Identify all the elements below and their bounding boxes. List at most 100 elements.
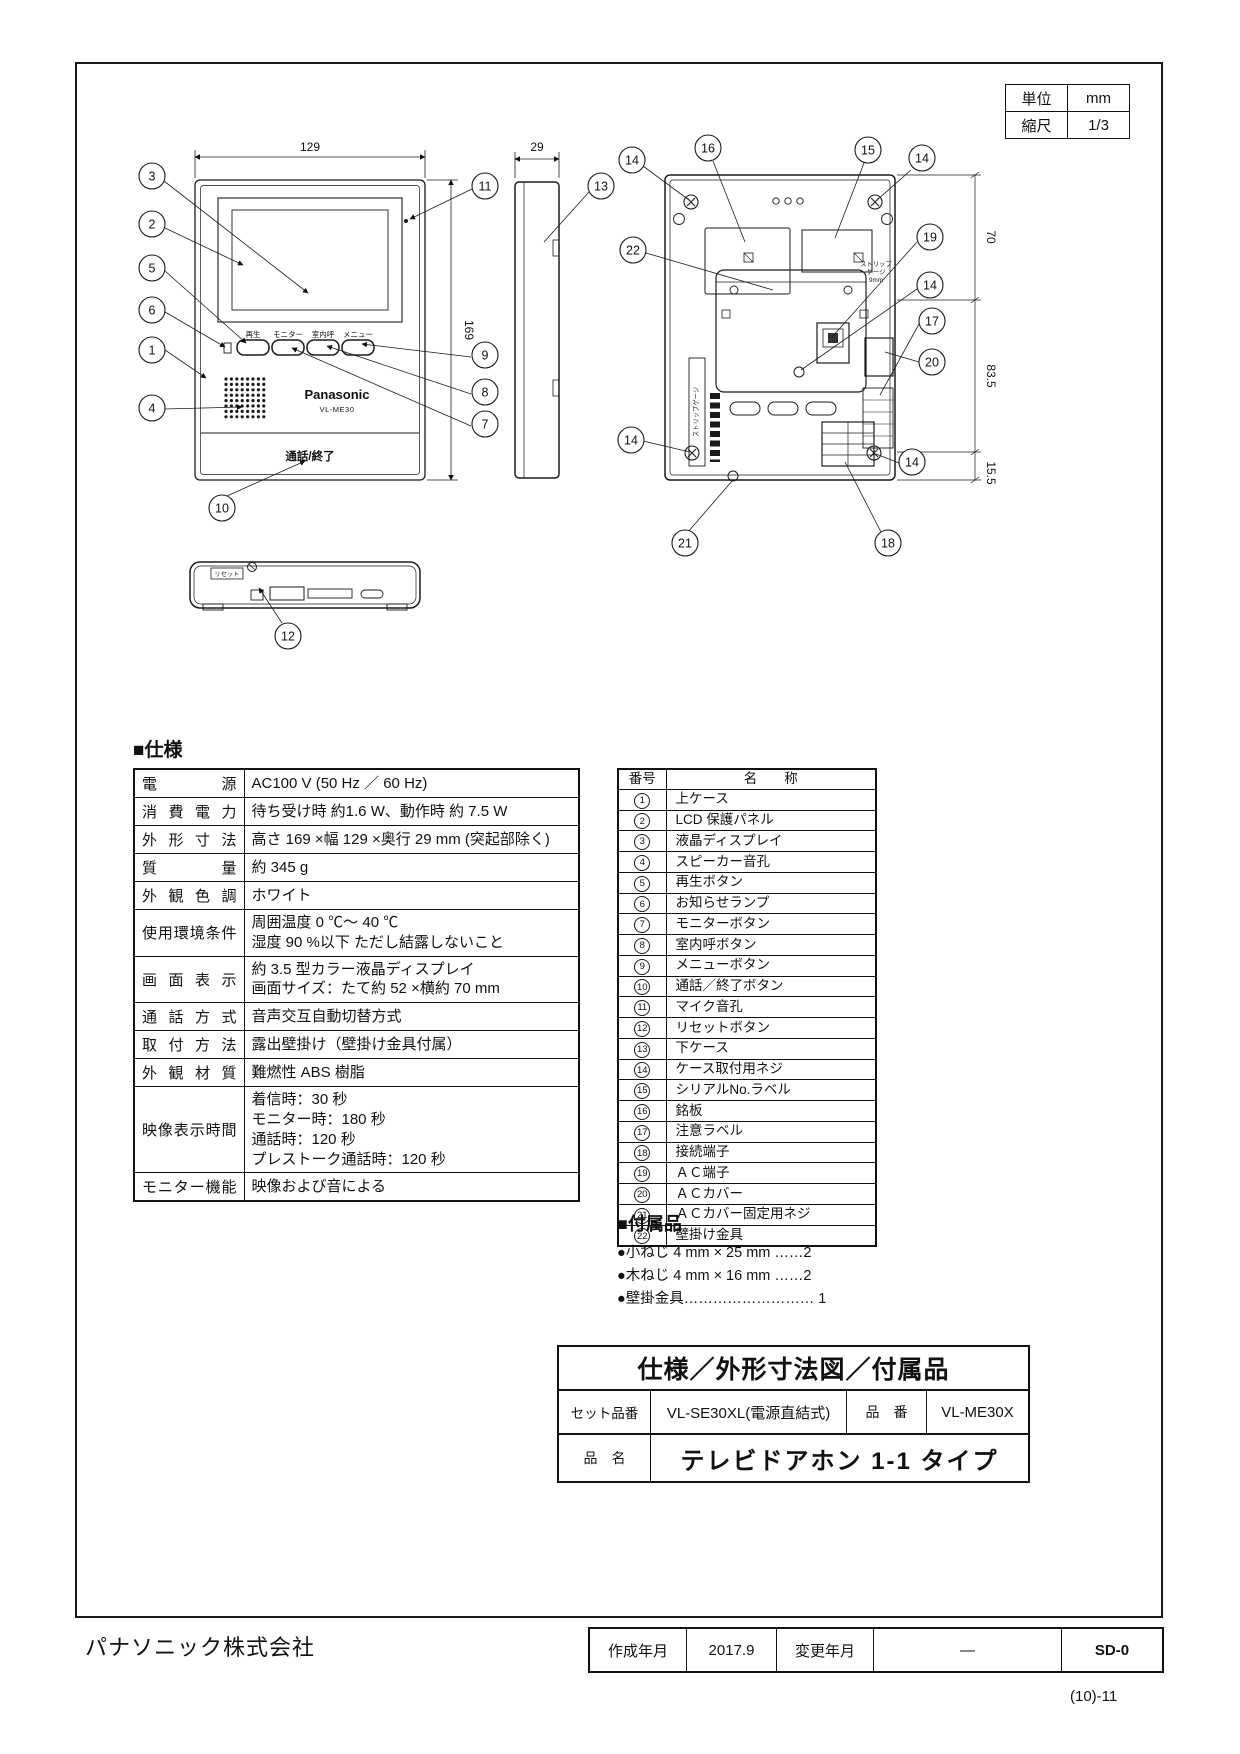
part-name: 注意ラベル — [665, 1120, 877, 1143]
document-code: SD-0 — [1094, 1641, 1130, 1659]
accessories-section: ■付属品 ●小ねじ 4 mm × 25 mm ……2 ●木ねじ 4 mm × 1… — [617, 1210, 947, 1311]
circled-number: 11 — [634, 1000, 651, 1017]
title-block: 仕様／外形寸法図／付属品 セット品番 VL-SE30XL(電源直結式) 品 番 … — [557, 1345, 1030, 1483]
accessories-heading: ■付属品 — [617, 1214, 682, 1234]
circled-number: 6 — [634, 896, 651, 913]
spec-label: 通話方式 — [133, 1002, 245, 1032]
callout-19: 19 — [923, 231, 937, 245]
part-name: モニターボタン — [665, 913, 877, 936]
parts-row: 12 リセットボタン — [617, 1017, 877, 1039]
parts-row: 10 通話／終了ボタン — [617, 975, 877, 998]
spec-label: 外形寸法 — [133, 825, 245, 854]
created-date-value: 2017.9 — [687, 1629, 777, 1671]
spec-label: 消費電力 — [133, 797, 245, 826]
ac-cover — [864, 337, 894, 377]
spec-row: 外形寸法 高さ 169 ×幅 129 ×奥行 29 mm (突起部除く) — [133, 825, 580, 854]
circled-number: 4 — [634, 854, 651, 871]
callout-3: 3 — [149, 170, 156, 184]
talk-end-label: 通話/終了 — [285, 449, 334, 463]
scale-value: 1/3 — [1067, 111, 1130, 139]
callout-5: 5 — [149, 262, 156, 276]
parts-row: 6 お知らせランプ — [617, 892, 877, 915]
model-number: VL-ME30 — [320, 405, 355, 414]
company-name: パナソニック株式会社 — [85, 1635, 316, 1660]
accessory-item: ●木ねじ 4 mm × 16 mm ……2 — [617, 1268, 812, 1284]
part-name: シリアルNo.ラベル — [665, 1079, 877, 1102]
spec-label: モニター機能 — [133, 1172, 245, 1202]
mic-hole — [404, 219, 408, 223]
accessory-item: ●小ねじ 4 mm × 25 mm ……2 — [617, 1245, 812, 1261]
spec-value: 高さ 169 ×幅 129 ×奥行 29 mm (突起部除く) — [243, 825, 580, 854]
circled-number: 1 — [634, 792, 651, 809]
side-depth-dimension — [514, 152, 560, 178]
callout-6: 6 — [149, 304, 156, 318]
callout-15: 15 — [861, 144, 875, 158]
spec-value: 着信時：30 秒 モニター時：180 秒 通話時：120 秒 プレストーク通話時… — [243, 1086, 580, 1174]
parts-row: 16 銘板 — [617, 1100, 877, 1122]
part-number: 7 — [617, 913, 667, 936]
parts-row: 8 室内呼ボタン — [617, 934, 877, 956]
parts-row: 1 上ケース — [617, 788, 877, 811]
parts-row: 11 マイク音孔 — [617, 996, 877, 1019]
strip-gauge-right-line3: 9mm — [869, 277, 883, 284]
spec-value: 約 3.5 型カラー液晶ディスプレイ 画面サイズ：たて約 52 ×横約 70 m… — [243, 955, 580, 1004]
spec-heading: ■仕様 — [133, 740, 183, 761]
spec-value: AC100 V (50 Hz ／ 60 Hz) — [243, 768, 580, 798]
product-name-value: テレビドアホン 1-1 タイプ — [680, 1447, 999, 1475]
product-name-label: 品 名 — [559, 1435, 651, 1481]
bottom-view: リセット — [189, 561, 421, 611]
technical-drawing: 再生 モニター 室内呼 メニュー Panasonic VL-ME30 — [138, 134, 998, 650]
spec-value: 約 345 g — [243, 853, 580, 882]
page-reference: (10)-11 — [1070, 1688, 1118, 1705]
set-number-label: セット品番 — [559, 1391, 651, 1433]
callout-21: 21 — [678, 537, 692, 551]
front-view: 再生 モニター 室内呼 メニュー Panasonic VL-ME30 — [194, 140, 476, 481]
part-name: リセットボタン — [665, 1017, 877, 1039]
parts-row: 5 再生ボタン — [617, 871, 877, 894]
part-number: 5 — [617, 871, 667, 894]
spec-value: 映像および音による — [243, 1172, 580, 1202]
spec-label: 取付方法 — [133, 1030, 245, 1060]
spec-row: 画面表示 約 3.5 型カラー液晶ディスプレイ 画面サイズ：たて約 52 ×横約… — [133, 955, 580, 1004]
circled-number: 7 — [634, 917, 651, 934]
callout-bubbles: 3 2 5 6 1 4 11 9 8 7 10 13 14 16 15 14 2… — [138, 134, 946, 650]
parts-row: 19 ＡＣ端子 — [617, 1162, 877, 1185]
spec-label: 質量 — [133, 853, 245, 882]
part-number: 8 — [617, 934, 667, 956]
spec-row: 質量 約 345 g — [133, 853, 580, 882]
spec-value: 音声交互自動切替方式 — [243, 1002, 580, 1032]
front-height-value: 169 — [462, 320, 476, 340]
set-number-value: VL-SE30XL(電源直結式) — [651, 1391, 847, 1433]
callout-13: 13 — [594, 180, 608, 194]
center-screw — [793, 366, 805, 378]
parts-row: 13 下ケース — [617, 1037, 877, 1060]
parts-row: 17 注意ラベル — [617, 1120, 877, 1143]
side-depth-value: 29 — [530, 140, 544, 154]
circled-number: 17 — [634, 1124, 651, 1141]
part-name: LCD 保護パネル — [665, 809, 877, 832]
button-label-monitor: モニター — [273, 330, 303, 339]
part-name: マイク音孔 — [665, 996, 877, 1019]
part-name: スピーカー音孔 — [665, 851, 877, 873]
spec-label: 外観色調 — [133, 881, 245, 910]
part-number: 18 — [617, 1141, 667, 1164]
strip-gauge-right-line2: ゲージ — [867, 267, 886, 276]
part-name: 接続端子 — [665, 1141, 877, 1164]
callout-4: 4 — [149, 402, 156, 416]
circled-number: 10 — [634, 979, 651, 996]
part-name: メニューボタン — [665, 954, 877, 977]
part-name: ケース取付用ネジ — [665, 1058, 877, 1081]
page-frame — [75, 62, 1163, 1618]
parts-row: 9 メニューボタン — [617, 954, 877, 977]
part-number: 15 — [617, 1079, 667, 1102]
callout-2: 2 — [149, 218, 156, 232]
strip-gauge-right-line1: ストリップ — [860, 260, 892, 268]
spec-table: 電源 AC100 V (50 Hz ／ 60 Hz) 消費電力 待ち受け時 約1… — [133, 768, 580, 1203]
parts-row: 4 スピーカー音孔 — [617, 851, 877, 873]
spec-row: 電源 AC100 V (50 Hz ／ 60 Hz) — [133, 768, 580, 798]
button-label-menu: メニュー — [343, 330, 373, 339]
parts-header-no: 番号 — [617, 768, 667, 790]
spec-value: ホワイト — [243, 881, 580, 910]
callout-12: 12 — [281, 630, 295, 644]
front-height-dimension — [427, 179, 458, 481]
